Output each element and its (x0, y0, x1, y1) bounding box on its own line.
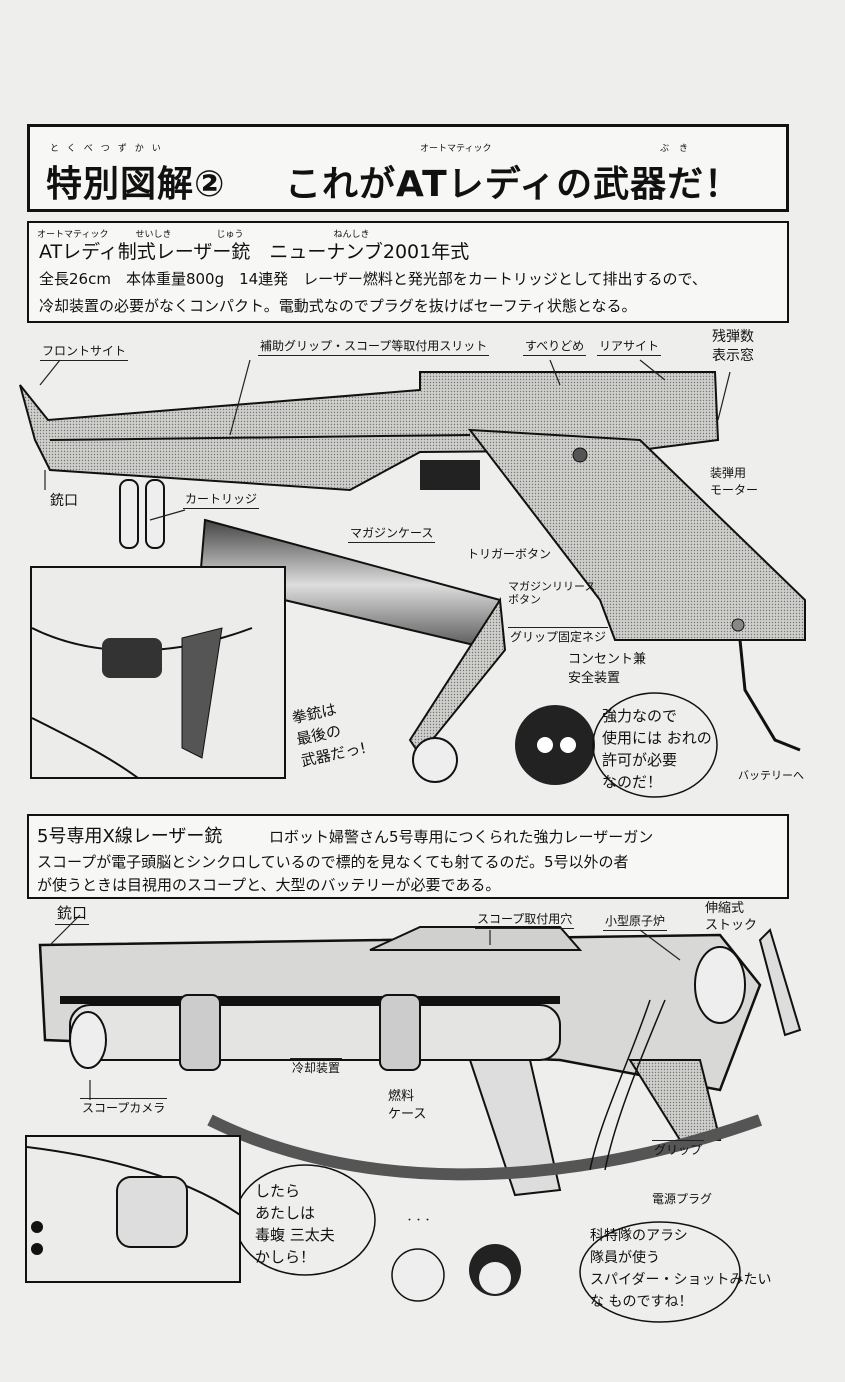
label-anti-slip: すべりどめ (523, 337, 587, 356)
title-box: とくべつずかい オートマティック ぶき 特別図解② これがATレディの武器だ！ (27, 124, 789, 212)
inset-panel-holster (30, 566, 286, 779)
inset-panel-plug (25, 1135, 241, 1283)
bubble-spider-shot: 科特隊のアラシ 隊員が使う スパイダー・ショットみたい な ものですね！ (590, 1228, 772, 1310)
bubble-dokumamushi: したら あたしは 毒蝮 三太夫 かしら！ (255, 1182, 335, 1266)
title-ruby-left: とくべつずかい (50, 144, 169, 154)
label-trigger-button: トリガーボタン (467, 547, 552, 561)
weapon1-specs-1: 全長26cm 本体重量800g 14連発 レーザー燃料と発光部をカートリッジとし… (39, 270, 707, 288)
label-slit: 補助グリップ・スコープ等取付用スリット (258, 337, 490, 356)
label-loading-motor: 装弾用 モーター (710, 466, 759, 497)
label-reactor: 小型原子炉 (603, 912, 668, 931)
weapon2-desc-3: が使うときは目視用のスコープと、大型のバッテリーが必要である。 (37, 876, 501, 894)
label-magazine-release: マガジンリリース ボタン (508, 580, 596, 606)
bubble-pistol-last-weapon: 拳銃は 最後の 武器だっ! (290, 700, 368, 771)
label-rear-sight: リアサイト (597, 337, 662, 356)
label-muzzle: 銃口 (50, 493, 78, 509)
label-scope-camera: スコープカメラ (80, 1098, 168, 1117)
bubble-permission: 強力なので 使用には おれの 許可が必要 なのだ！ (602, 707, 712, 791)
title-ruby-mid: オートマティック (420, 144, 492, 154)
label-front-sight: フロントサイト (40, 342, 129, 361)
weapon2-desc-1: ロボット婦警さん5号専用につくられた強力レーザーガン (269, 828, 654, 846)
title-left: 特別図解② (46, 164, 226, 205)
label-outlet-safety: コンセント兼 安全装置 (568, 652, 647, 686)
page-title: これがATレディの武器だ！ (285, 164, 742, 205)
label-grip: グリップ (652, 1140, 705, 1159)
plug-closeup-illustration (27, 1146, 239, 1255)
label-ammo-window: 残弾数 表示窓 (712, 329, 754, 364)
weapon1-info-box: オートマティック せいしき じゅう ねんしき ATレディ制式レーザー銃 ニューナ… (27, 221, 789, 323)
weapon2-name: 5号専用X線レーザー銃 (37, 826, 223, 847)
label-magazine-case: マガジンケース (348, 524, 436, 543)
label-power-plug: 電源プラグ (652, 1192, 713, 1206)
weapon2-info-box: 5号専用X線レーザー銃 ロボット婦警さん5号専用につくられた強力レーザーガン ス… (27, 814, 789, 899)
label-rifle-muzzle: 銃口 (55, 902, 90, 925)
weapon1-name: ATレディ制式レーザー銃 ニューナンブ2001年式 (39, 241, 470, 263)
bubble-dots: ・・・ (405, 1216, 433, 1226)
weapon2-desc-2: スコープが電子頭脳とシンクロしているので標的を見なくても射てるのだ。5号以外の者 (37, 853, 629, 871)
label-grip-screw: グリップ固定ネジ (508, 627, 609, 646)
label-to-battery: バッテリーへ (738, 769, 804, 782)
label-stock: 伸縮式 ストック (705, 901, 758, 933)
title-ruby-right: ぶき (660, 144, 699, 154)
weapon1-specs-2: 冷却装置の必要がなくコンパクト。電動式なのでプラグを抜けばセーフティ状態となる。 (39, 297, 637, 315)
label-cooling: 冷却装置 (290, 1058, 343, 1077)
holster-illustration (32, 627, 253, 777)
label-fuel-case: 燃料 ケース (388, 1089, 427, 1122)
label-scope-hole: スコープ取付用穴 (475, 910, 575, 929)
label-cartridge: カートリッジ (183, 490, 260, 509)
weapon1-ruby: オートマティック せいしき じゅう ねんしき (37, 230, 370, 240)
